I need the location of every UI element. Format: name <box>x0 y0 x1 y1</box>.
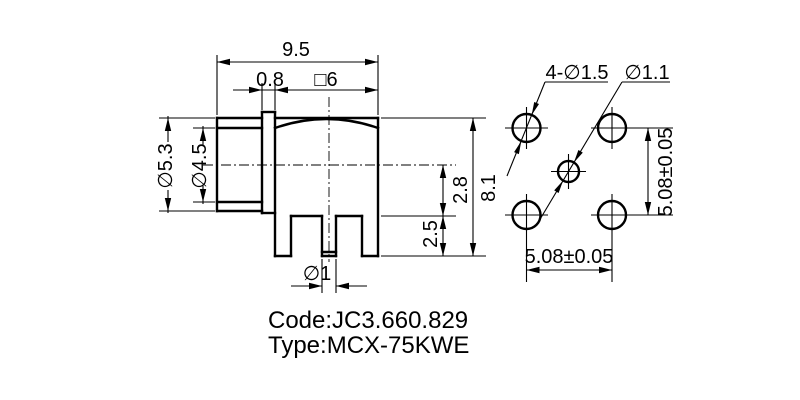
corner-hole-top-left <box>511 112 542 144</box>
title-block: Code:JC3.660.829 Type:MCX-75KWE <box>268 307 469 359</box>
corner-hole-bottom-right <box>596 199 628 231</box>
dim-center-to-base: 2.8 <box>450 176 472 204</box>
title-type: Type:MCX-75KWE <box>268 332 469 359</box>
dim-center-to-base-line <box>439 165 447 216</box>
dim-outer-dia-line <box>164 116 172 213</box>
dim-pitch-horizontal-line <box>526 266 612 274</box>
center-hole <box>556 159 581 184</box>
dim-leg-length-line <box>439 216 447 256</box>
dim-pitch-horizontal: 5.08±0.05 <box>525 246 614 268</box>
dim-inner-dia-line <box>199 126 207 204</box>
dim-pitch-vertical: 5.08±0.05 <box>655 128 677 217</box>
flange-outline <box>260 110 277 215</box>
dim-pitch-vertical-line <box>644 128 652 215</box>
footprint-view: 4-∅1.5 ∅1.1 5.08±0.05 5.08±0.05 <box>505 62 677 282</box>
title-code: Code:JC3.660.829 <box>268 307 468 334</box>
dim-total-height: 8.1 <box>478 174 500 202</box>
dim-pin-dia: ∅1 <box>303 263 332 285</box>
dim-barrel-inner-dia: ∅4.5 <box>189 143 211 188</box>
corner-hole-bottom-left <box>511 199 542 231</box>
leader-center-hole <box>535 81 670 227</box>
center-pin-outline <box>320 214 338 258</box>
left-leg-outline <box>273 214 293 258</box>
dim-pin-dia-line <box>291 282 367 290</box>
dim-flange-thickness: 0.8 <box>256 69 284 91</box>
dim-leg-length: 2.5 <box>420 220 442 248</box>
label-corner-holes: 4-∅1.5 <box>545 62 608 84</box>
dim-body-square: □6 <box>314 69 337 91</box>
right-leg-outline <box>360 214 380 258</box>
side-view: 9.5 0.8 □6 ∅5.3 ∅4.5 <box>155 39 500 293</box>
label-center-hole: ∅1.1 <box>624 62 669 84</box>
extension-lines <box>159 55 486 293</box>
body-outline <box>273 110 380 258</box>
dim-total-height-line <box>469 118 477 256</box>
dim-total-width: 9.5 <box>282 39 310 61</box>
body-top-arc <box>273 117 380 130</box>
dim-barrel-outer-dia: ∅5.3 <box>155 143 177 188</box>
dim-total-width-line <box>217 58 378 66</box>
corner-hole-top-right <box>596 112 628 144</box>
leader-corner-holes <box>506 81 608 177</box>
barrel-outline <box>215 116 264 213</box>
dim-flange-square-line <box>233 86 378 94</box>
